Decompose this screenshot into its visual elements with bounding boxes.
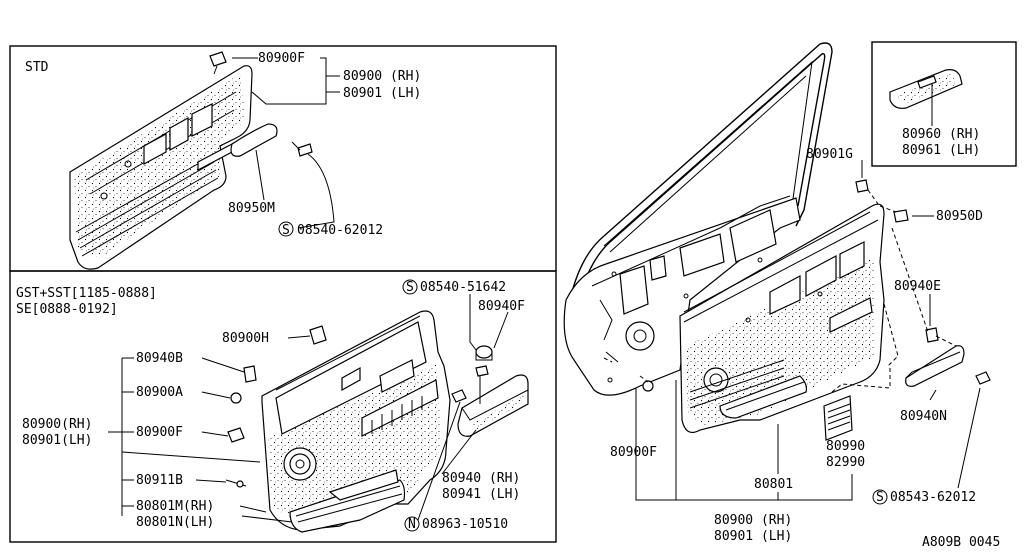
label-08963-10510: 08963-10510 xyxy=(422,517,508,532)
label-80950m: 80950M xyxy=(228,201,275,216)
escutcheon-80950d-icon xyxy=(893,209,909,223)
label-80900a: 80900A xyxy=(136,385,183,400)
label-80900f: 80900F xyxy=(258,51,305,66)
label-80950d: 80950D xyxy=(936,209,983,224)
label-80900f-right: 80900F xyxy=(610,445,657,460)
clip-80940f-icon xyxy=(475,345,493,361)
pull-handle-80940n-icon xyxy=(905,345,965,387)
label-82990: 82990 xyxy=(826,455,865,470)
screw-s-marker: S xyxy=(282,223,290,238)
door-frame xyxy=(563,42,833,396)
screw-08540-51642-icon xyxy=(475,365,489,377)
label-80901-lh-gst: 80901(LH) xyxy=(22,433,92,448)
gst-title-line2: SE[0888-0192] xyxy=(16,302,118,317)
right-section: 80960 (RH) 80961 (LH) xyxy=(563,41,1017,544)
screw-s-marker-right: S xyxy=(876,490,884,505)
label-80911b: 80911B xyxy=(136,473,183,488)
screw-top-s-marker: S xyxy=(406,280,414,295)
label-80901-lh-right: 80901 (LH) xyxy=(714,529,792,544)
screw-top-s-marker-icon xyxy=(402,279,418,295)
label-80801m-rh: 80801M(RH) xyxy=(136,499,214,514)
clip-80900f-right-icon xyxy=(642,380,654,392)
std-section: STD xyxy=(9,45,557,272)
label-80901-lh: 80901 (LH) xyxy=(343,86,421,101)
armrest-80940-icon xyxy=(457,374,529,437)
std-title: STD xyxy=(25,60,49,75)
nut-n-marker-icon xyxy=(404,516,420,532)
label-80900h: 80900H xyxy=(222,331,269,346)
nut-n-marker: N xyxy=(408,517,416,532)
screw-s-marker-icon xyxy=(278,221,294,237)
label-08543-62012: 08543-62012 xyxy=(890,490,976,505)
grille-80990-icon xyxy=(823,395,853,441)
label-80940b: 80940B xyxy=(136,351,183,366)
label-80900-rh-right: 80900 (RH) xyxy=(714,513,792,528)
pull-handle-80950m-icon xyxy=(230,123,278,157)
label-80901g: 80901G xyxy=(806,147,853,162)
label-80940-rh: 80940 (RH) xyxy=(442,471,520,486)
diagram-code: A809B 0045 xyxy=(922,535,1000,550)
label-80900-rh: 80900 (RH) xyxy=(343,69,421,84)
label-80801n-lh: 80801N(LH) xyxy=(136,515,214,530)
bracket-80940b-icon xyxy=(243,365,257,383)
label-80940f: 80940F xyxy=(478,299,525,314)
label-80960-rh: 80960 (RH) xyxy=(902,127,980,142)
gst-door-panel xyxy=(261,310,451,533)
clip-80900f-icon xyxy=(209,51,227,75)
right-door-panel xyxy=(679,203,885,433)
label-08540-62012: 08540-62012 xyxy=(297,223,383,238)
grommet-80900h-icon xyxy=(309,325,327,345)
clip-80900f-gst-icon xyxy=(227,427,245,443)
std-door-panel xyxy=(69,65,253,270)
label-80941-lh: 80941 (LH) xyxy=(442,487,520,502)
screw-icon xyxy=(291,141,313,157)
label-80961-lh: 80961 (LH) xyxy=(902,143,980,158)
clip-80940e-icon xyxy=(925,327,939,343)
switch-frame xyxy=(871,41,1017,167)
label-80990: 80990 xyxy=(826,439,865,454)
gst-section: GST+SST[1185-0888] SE[0888-0192] xyxy=(9,270,557,543)
label-80940n: 80940N xyxy=(900,409,947,424)
screw-s-marker-right-icon xyxy=(872,489,888,505)
label-80900-rh-gst: 80900(RH) xyxy=(22,417,92,432)
clip-80901g-icon xyxy=(855,179,869,193)
switch-plate-80960-icon xyxy=(889,69,963,109)
label-08540-51642: 08540-51642 xyxy=(420,280,506,295)
label-80940e: 80940E xyxy=(894,279,941,294)
clip-80900a-icon xyxy=(230,392,242,404)
screw-08543-icon xyxy=(975,371,991,385)
gst-frame xyxy=(9,270,557,543)
gst-title-line1: GST+SST[1185-0888] xyxy=(16,286,157,301)
nut-08963-10510-icon xyxy=(451,389,467,403)
bolt-80911b-icon xyxy=(225,479,247,488)
label-80801: 80801 xyxy=(754,477,793,492)
label-80900f-gst: 80900F xyxy=(136,425,183,440)
